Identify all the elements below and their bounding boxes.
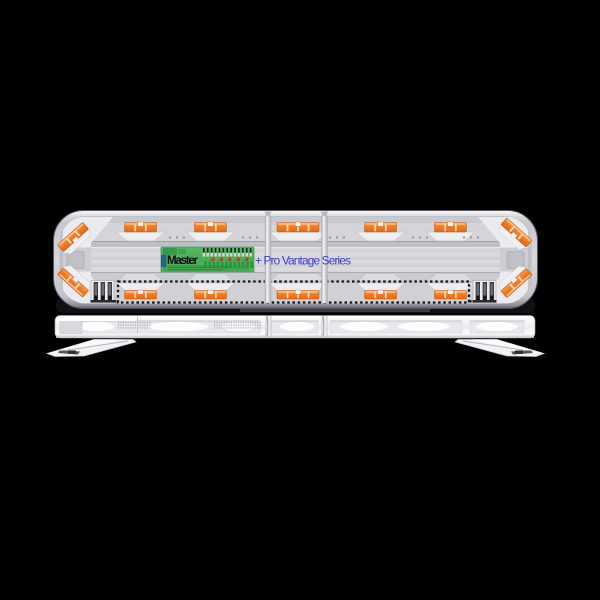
svg-text:+ Pro Vantage Series: + Pro Vantage Series <box>255 254 351 268</box>
svg-text:Master: Master <box>167 255 199 267</box>
